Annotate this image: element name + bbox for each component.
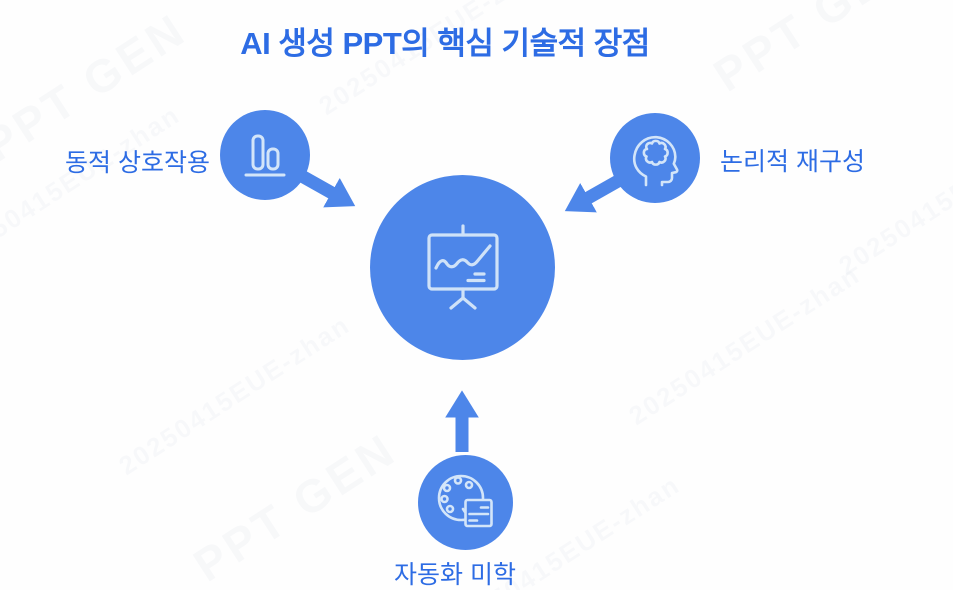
presentation-line-chart-icon bbox=[426, 223, 499, 310]
watermark-text: 20250415EUE-zhan bbox=[113, 309, 356, 481]
arrow-right-to-center bbox=[564, 175, 622, 213]
watermark-text: 20250415EUE-zhan bbox=[0, 99, 186, 271]
bar-chart-icon bbox=[244, 134, 286, 177]
node-label-logical-restructuring: 논리적 재구성 bbox=[720, 148, 865, 176]
node-label-automation-aesthetics: 자동화 미학 bbox=[394, 561, 516, 589]
node-circle-dynamic-interaction bbox=[220, 110, 310, 200]
node-circle-logical-restructuring bbox=[610, 113, 700, 203]
head-brain-gear-icon bbox=[632, 135, 679, 187]
node-circle-automation-aesthetics bbox=[418, 455, 513, 550]
node-label-dynamic-interaction: 동적 상호작용 bbox=[65, 149, 210, 177]
node-circle-center bbox=[370, 175, 555, 360]
diagram-title: AI 생성 PPT의 핵심 기술적 장점 bbox=[240, 26, 650, 61]
arrow-left-to-center bbox=[296, 169, 356, 208]
watermark-text: 20250415EUE-zhan bbox=[623, 259, 866, 431]
palette-slide-icon bbox=[437, 474, 493, 527]
watermark-text: 20250415EUE-zhan bbox=[833, 109, 953, 281]
